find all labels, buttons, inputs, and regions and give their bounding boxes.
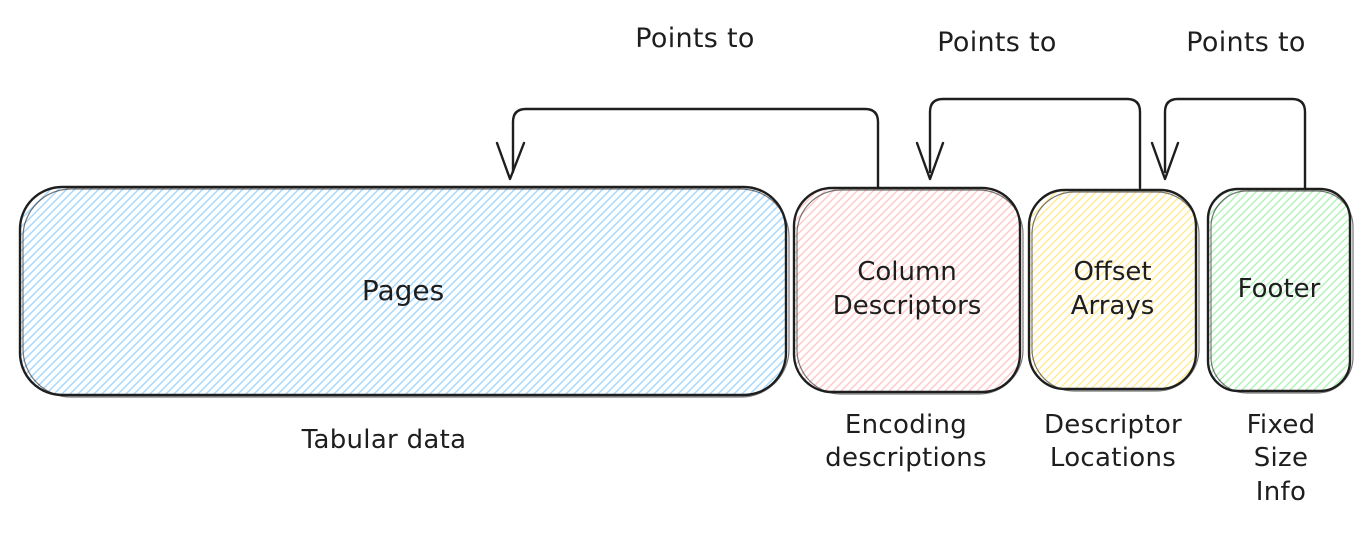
pages-box-sketch-stroke <box>22 188 790 398</box>
footer-box-sketch-stroke <box>1210 190 1354 394</box>
arrow-column-descriptors-to-pages <box>511 107 880 190</box>
pages-box <box>18 185 788 397</box>
points-to-label-2: Points to <box>937 27 1057 58</box>
box-outlines <box>18 185 1354 398</box>
footer-label: Footer <box>1237 274 1321 305</box>
arrowhead-into-pages <box>495 141 526 181</box>
offset-arrays-label: Offset Arrays <box>1070 256 1155 321</box>
arrowhead-into-column-descriptors <box>915 141 945 181</box>
offset-arrays-box <box>1027 188 1198 391</box>
points-to-label-3: Points to <box>1186 27 1306 58</box>
offset-arrays-box-sketch-stroke <box>1031 191 1200 392</box>
offset-arrays-caption: Descriptor Locations <box>1043 410 1183 474</box>
arrow-offset-arrays-to-column-descriptors <box>928 97 1142 190</box>
points-to-label-1: Points to <box>635 23 755 54</box>
arrowhead-into-offset-arrays <box>1150 141 1180 181</box>
arrows <box>495 97 1307 190</box>
column-descriptors-caption: Encoding descriptions <box>825 410 987 474</box>
arrow-footer-to-offset-arrays <box>1163 97 1307 190</box>
column-descriptors-box-sketch-stroke <box>796 189 1024 395</box>
column-descriptors-label-area: Column Descriptors <box>794 188 1020 392</box>
column-descriptors-label: Column Descriptors <box>832 257 982 321</box>
offset-arrays-label-area: Offset Arrays <box>1029 190 1196 389</box>
pages-label: Pages <box>361 273 445 307</box>
footer-box <box>1206 187 1352 393</box>
footer-caption: Fixed Size Info <box>1246 410 1316 507</box>
footer-label-area: Footer <box>1208 189 1350 391</box>
pages-caption: Tabular data <box>301 425 467 455</box>
column-descriptors-box <box>792 186 1022 394</box>
pages-label-area: Pages <box>20 187 786 395</box>
